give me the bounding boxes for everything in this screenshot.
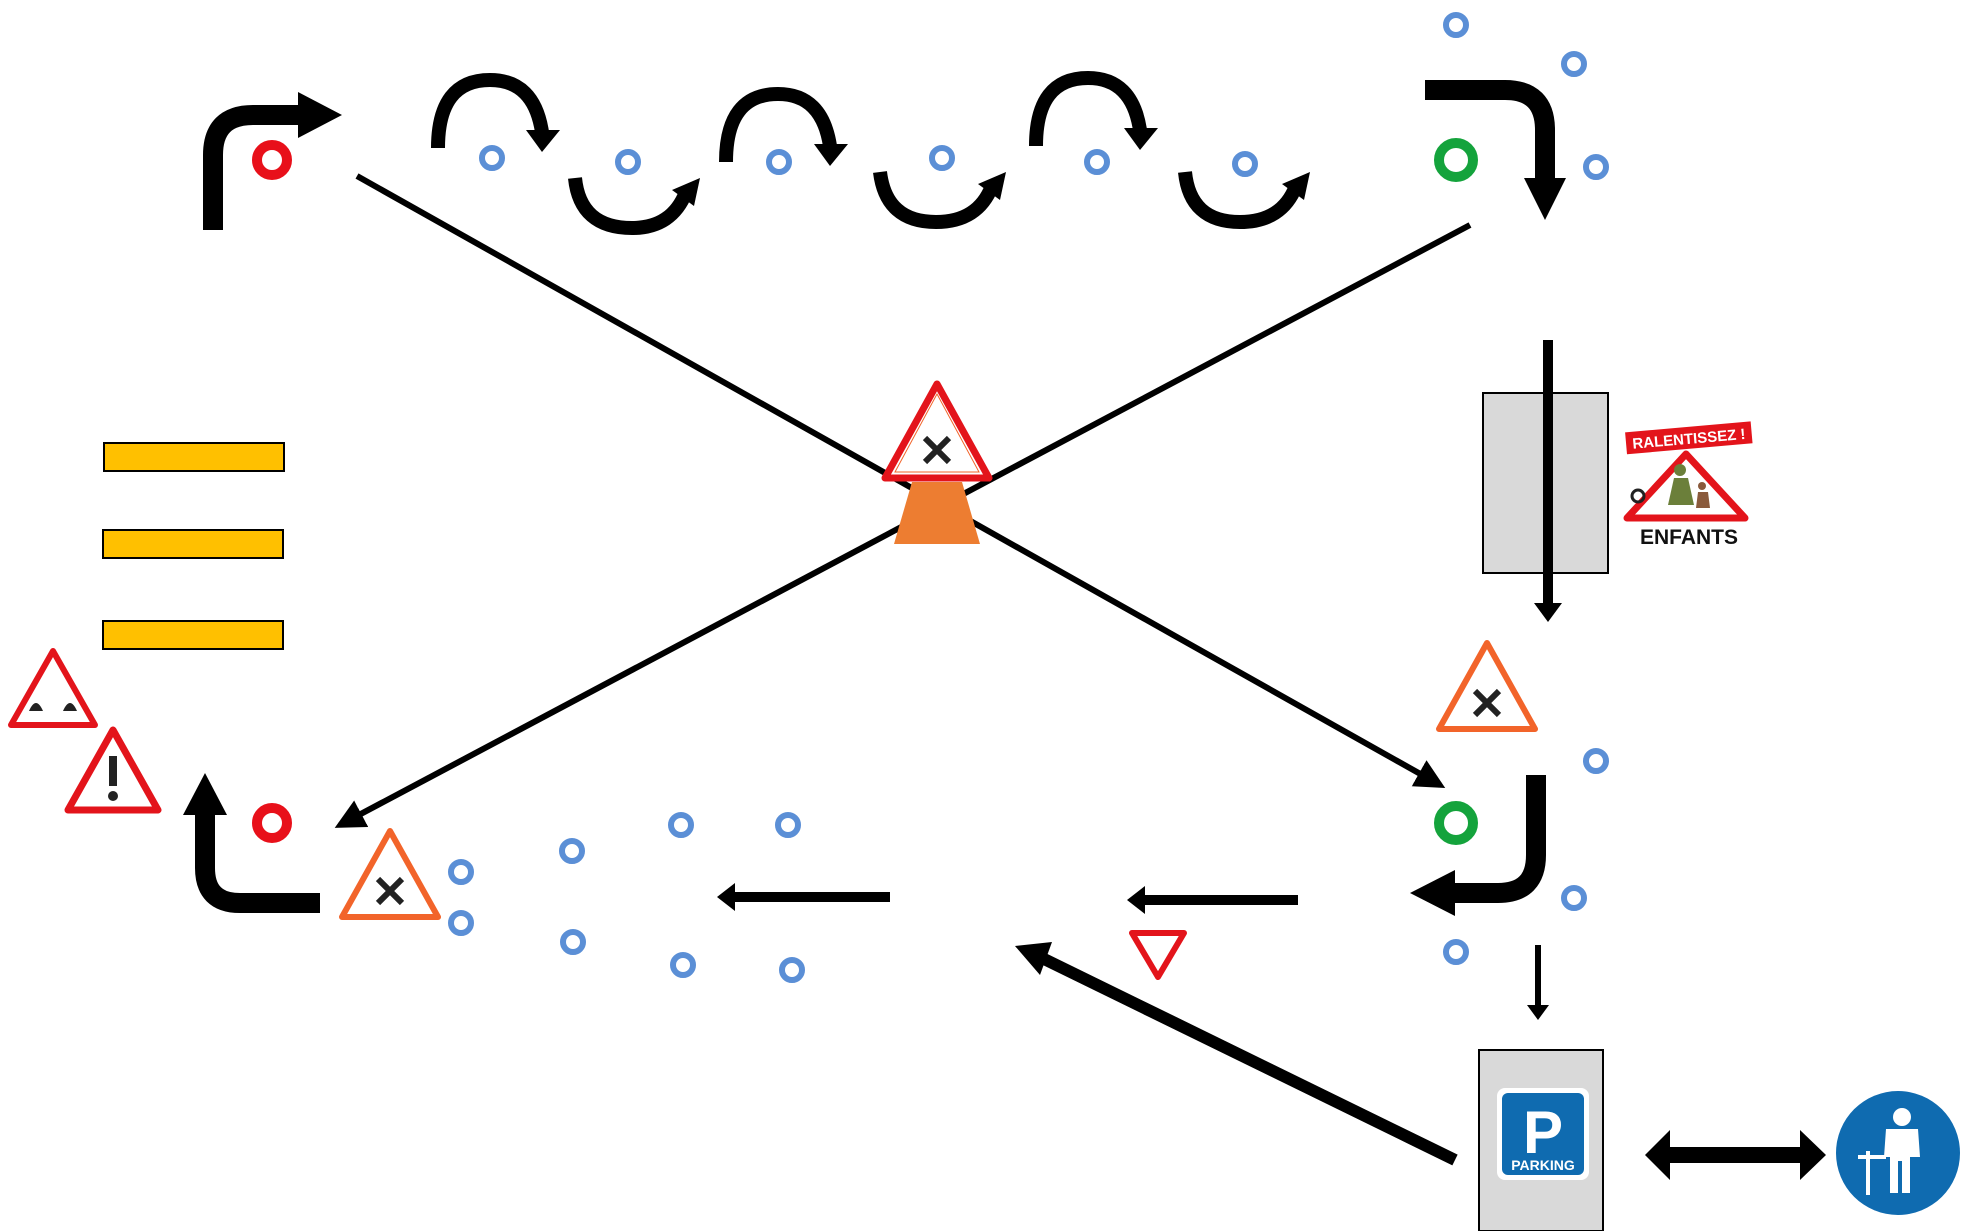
checkpoint-marker [1434, 801, 1478, 845]
parking-label-text: PARKING [1511, 1157, 1575, 1173]
slalom-arrow-up [431, 72, 549, 149]
slalom-arrow-up [719, 86, 837, 163]
exit-arrow [1037, 951, 1458, 1166]
slalom-arrow-down [873, 170, 999, 230]
turn-up-arrow [183, 773, 320, 913]
crosswalk-bar [102, 620, 284, 650]
parking-sign: P PARKING [1497, 1088, 1589, 1180]
turn-down-arrow [1425, 80, 1566, 220]
cone-marker [479, 145, 505, 171]
cone-marker [559, 838, 585, 864]
checkpoint-marker [1434, 138, 1478, 182]
cone-marker [766, 149, 792, 175]
cone-marker [775, 812, 801, 838]
cone-marker [1443, 12, 1469, 38]
cone-marker [929, 145, 955, 171]
crosswalk-bar [102, 529, 284, 559]
cone-marker [1443, 939, 1469, 965]
cone-markers [448, 12, 1609, 983]
cone-marker [448, 859, 474, 885]
cone-marker [1561, 51, 1587, 77]
start-marker [252, 803, 292, 843]
cone-marker [668, 812, 694, 838]
cone-marker [560, 929, 586, 955]
danger-sign-icon [64, 726, 162, 814]
turn-left-arrow [1410, 775, 1546, 916]
turn-right-arrow [203, 92, 342, 230]
yield-sign-icon [1129, 930, 1187, 980]
cone-marker [1561, 885, 1587, 911]
cone-marker [1583, 154, 1609, 180]
children-crossing-sign: RALENTISSEZ ! ENFANTS [1623, 421, 1753, 549]
slalom-arrows [431, 70, 1303, 236]
crosswalk [102, 442, 285, 650]
cone-marker [1232, 151, 1258, 177]
cone-marker [670, 952, 696, 978]
double-arrow [1645, 1130, 1826, 1180]
children-icon [1668, 464, 1710, 508]
cone-marker [448, 910, 474, 936]
slalom-arrow-down [568, 177, 693, 236]
crosswalk-bar [103, 442, 285, 472]
cone-marker [1084, 149, 1110, 175]
slalom-arrow-up [1029, 70, 1147, 147]
speed-bump-sign-icon [8, 648, 98, 728]
cone-marker [1583, 748, 1609, 774]
slalom-arrowheads [526, 128, 1310, 206]
cone-marker [615, 149, 641, 175]
cone-marker [779, 957, 805, 983]
slalom-arrow-down [1178, 171, 1303, 230]
start-marker [252, 140, 292, 180]
school-label-text: ENFANTS [1640, 526, 1738, 549]
parking-letter: P [1523, 1099, 1563, 1166]
priority-sign-icon [339, 828, 441, 920]
traffic-cone [894, 482, 980, 544]
pedestrian-sign-icon [1832, 1087, 1964, 1219]
priority-sign-icon [1436, 640, 1538, 732]
priority-sign-icon [881, 380, 993, 482]
